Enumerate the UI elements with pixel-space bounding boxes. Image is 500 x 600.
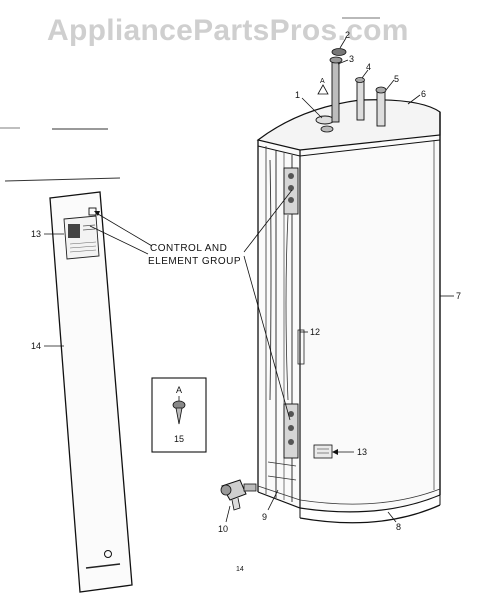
base-pan: [299, 504, 441, 524]
control-group-label-line2: ELEMENT GROUP: [148, 256, 241, 267]
leader-lines: [44, 37, 454, 523]
callout-15: 15: [174, 434, 184, 444]
anode-port: [315, 115, 335, 125]
drain-valve: [220, 479, 257, 511]
top-fittings: [315, 48, 387, 133]
callout-6: 6: [421, 89, 426, 99]
callout-9: 9: [262, 512, 267, 522]
callout-3: 3: [349, 54, 354, 64]
callout-7: 7: [456, 291, 461, 301]
callout-8: 8: [396, 522, 401, 532]
tank-a-arrow: [317, 84, 329, 95]
panel-slot: [85, 563, 121, 569]
callout-2: 2: [345, 30, 350, 40]
screw-inset: A 15: [151, 377, 207, 453]
panel-hole: [104, 550, 112, 558]
callout-4: 4: [366, 62, 371, 72]
water-heater-tank: [220, 48, 441, 524]
scan-mark: [4, 177, 121, 182]
callout-5: 5: [394, 74, 399, 84]
callout-13-tank: 13: [357, 447, 367, 457]
panel-control-block: [68, 224, 80, 238]
access-panel: [49, 191, 133, 593]
callout-14: 14: [31, 341, 41, 351]
hot-outlet: [356, 79, 365, 121]
dip-tube: [331, 59, 340, 123]
watermark-text: AppliancePartsPros.com: [47, 14, 409, 47]
callout-1: 1: [295, 90, 300, 100]
heating-element: [297, 329, 305, 365]
page-number: 14: [236, 566, 244, 573]
tank-rating-label: [313, 444, 333, 459]
callout-13-panel: 13: [31, 229, 41, 239]
tank-letter-a: A: [320, 78, 325, 85]
inset-letter: A: [176, 385, 182, 395]
callout-10: 10: [218, 524, 228, 534]
control-group-label-line1: CONTROL AND: [150, 243, 227, 254]
relief-valve-port: [376, 89, 386, 127]
control-compartment: [267, 150, 305, 502]
screw-shank: [175, 407, 183, 425]
callout-12: 12: [310, 327, 320, 337]
nipple-fitting: [331, 48, 347, 56]
